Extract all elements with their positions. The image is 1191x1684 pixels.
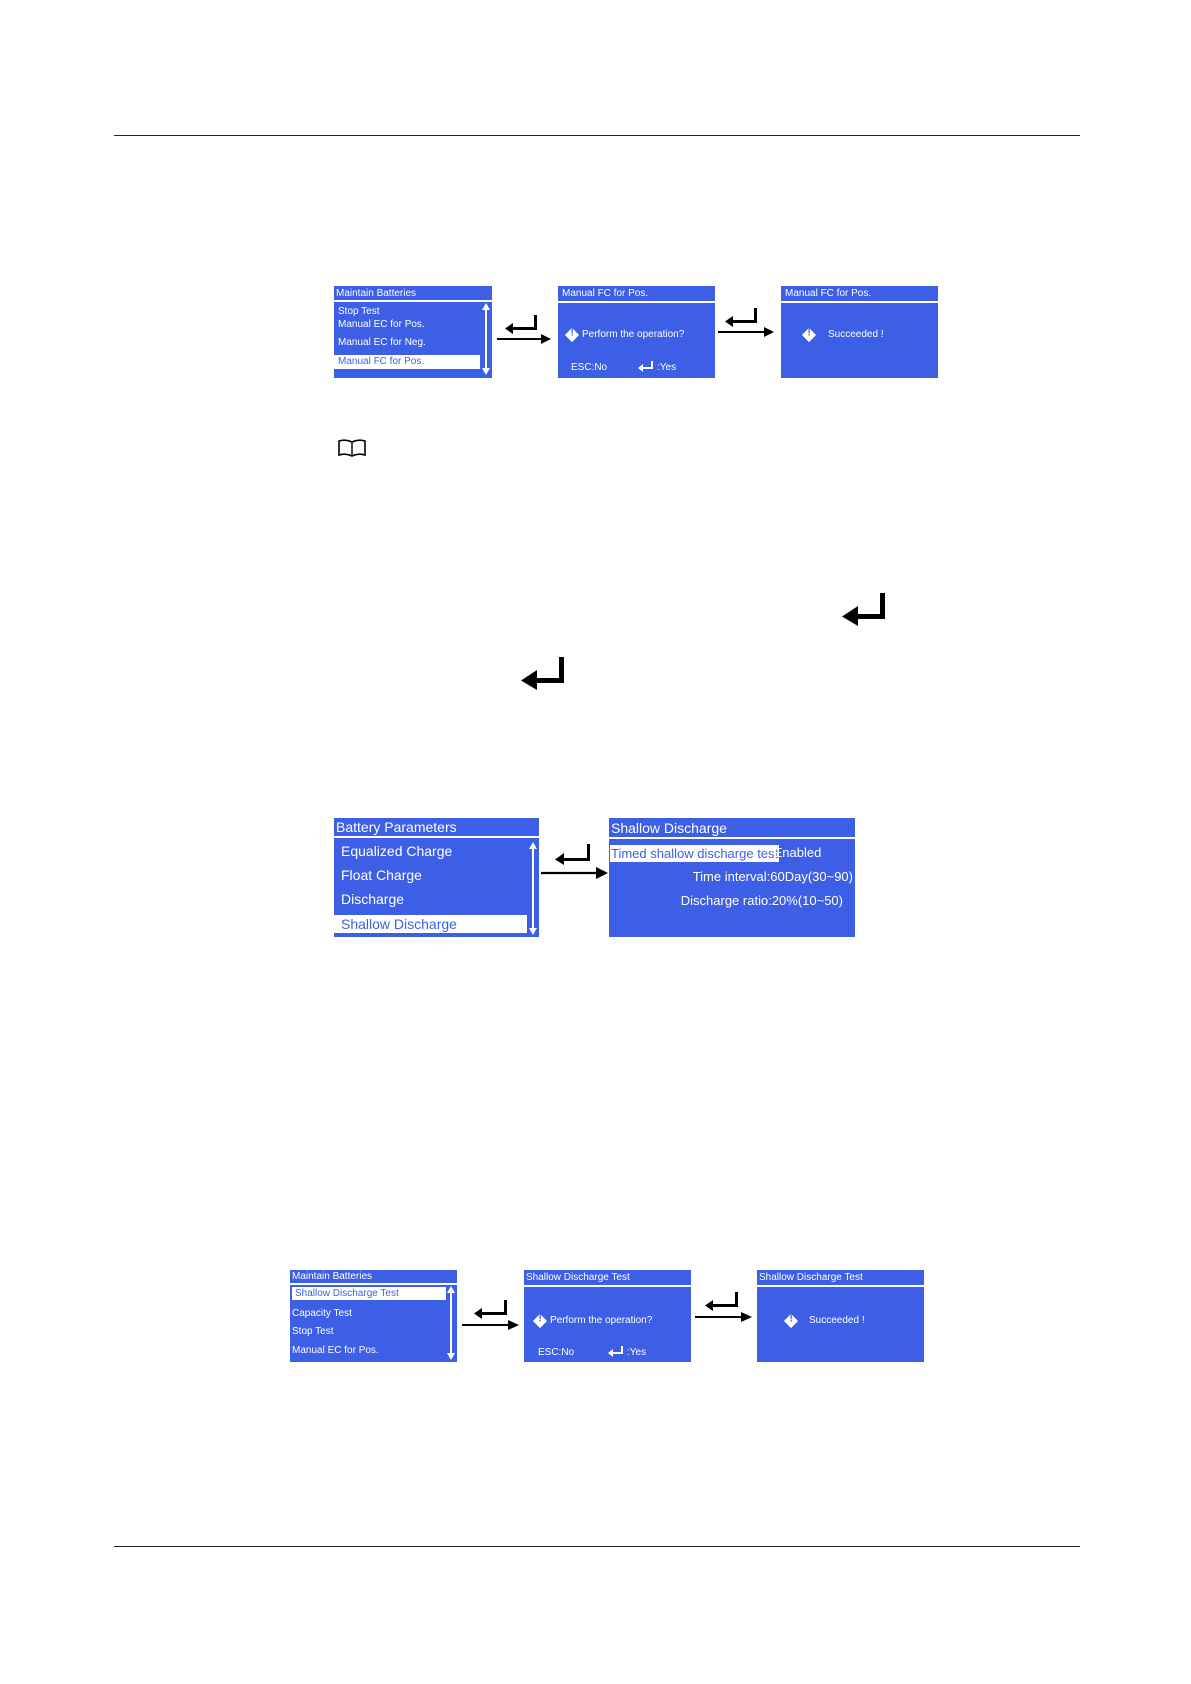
scroll-down-icon	[529, 928, 537, 935]
menu-item[interactable]: Manual EC for Pos.	[338, 319, 425, 330]
succeeded-screen-2: Shallow Discharge Test Succeeded !	[757, 1270, 924, 1362]
enter-yes-button[interactable]: :Yes	[627, 1347, 647, 1358]
scrollbar[interactable]	[450, 1293, 452, 1353]
flow-arrow-5	[695, 1292, 752, 1322]
succeeded-screen: Manual FC for Pos. Succeeded !	[781, 286, 938, 378]
scroll-up-icon	[482, 303, 490, 310]
menu-item[interactable]: Manual EC for Neg.	[338, 337, 426, 348]
result-message: Succeeded !	[828, 329, 884, 340]
enter-key-icon	[555, 844, 590, 865]
enter-key-icon	[474, 1300, 507, 1319]
menu-item[interactable]: Stop Test	[292, 1326, 334, 1337]
time-interval-field[interactable]: Time interval:60Day(30~90)	[692, 869, 853, 884]
screen-title: Maintain Batteries	[334, 286, 492, 302]
right-arrow-icon	[462, 1320, 519, 1330]
enter-key-icon	[725, 308, 757, 327]
menu-item[interactable]: Float Charge	[341, 867, 422, 883]
enter-key-icon	[638, 361, 653, 372]
header-rule	[114, 135, 1080, 136]
menu-item-selected[interactable]: Shallow Discharge	[334, 915, 527, 933]
maintain-batteries-menu-screen: Maintain Batteries Stop Test Manual EC f…	[334, 286, 492, 378]
scrollbar[interactable]	[485, 310, 487, 368]
warning-icon	[564, 327, 580, 343]
menu-item[interactable]: Capacity Test	[292, 1308, 352, 1319]
flow-arrow-4	[462, 1300, 519, 1330]
menu-item-selected[interactable]: Manual FC for Pos.	[334, 355, 480, 369]
right-arrow-icon	[497, 334, 551, 344]
footer-rule	[114, 1546, 1080, 1547]
book-icon	[338, 439, 366, 457]
confirm-operation-screen-2: Shallow Discharge Test Perform the opera…	[524, 1270, 691, 1362]
enter-key-icon	[705, 1292, 738, 1311]
scroll-down-icon	[482, 368, 490, 375]
screen-title: Shallow Discharge Test	[524, 1270, 691, 1287]
enter-key-icon	[521, 657, 564, 690]
enter-yes-button[interactable]: :Yes	[657, 362, 677, 373]
menu-item[interactable]: Equalized Charge	[341, 843, 453, 859]
screen-title: Manual FC for Pos.	[558, 286, 715, 303]
scrollbar[interactable]	[532, 849, 534, 929]
scroll-down-icon	[447, 1353, 455, 1360]
confirm-message: Perform the operation?	[550, 1315, 653, 1326]
timed-shallow-discharge-test-value: :Enabled	[770, 845, 822, 860]
battery-parameters-menu-screen: Battery Parameters Equalized Charge Floa…	[334, 818, 539, 937]
screen-title: Maintain Batteries	[290, 1270, 457, 1285]
menu-item-selected[interactable]: Shallow Discharge Test	[292, 1287, 446, 1300]
warning-icon	[801, 327, 817, 343]
timed-shallow-discharge-test-field[interactable]: Timed shallow discharge test	[610, 845, 780, 862]
result-message: Succeeded !	[809, 1315, 865, 1326]
flow-arrow-1	[497, 315, 551, 344]
flow-arrow-2	[718, 308, 774, 337]
screen-title: Shallow Discharge Test	[757, 1270, 924, 1287]
esc-no-button[interactable]: ESC:No	[571, 362, 608, 373]
flow-arrow-3	[541, 844, 608, 879]
enter-key-icon	[842, 593, 885, 626]
maintain-batteries-menu-screen-2: Maintain Batteries Shallow Discharge Tes…	[290, 1270, 457, 1362]
right-arrow-icon	[695, 1312, 752, 1322]
enter-key-icon	[608, 1346, 623, 1357]
confirm-message: Perform the operation?	[582, 329, 685, 340]
warning-icon	[532, 1313, 548, 1329]
right-arrow-icon	[541, 867, 608, 879]
enter-key-icon	[505, 315, 537, 334]
shallow-discharge-detail-screen: Shallow Discharge Timed shallow discharg…	[609, 818, 855, 937]
menu-item[interactable]: Stop Test	[338, 306, 380, 317]
right-arrow-icon	[718, 327, 774, 337]
esc-no-button[interactable]: ESC:No	[538, 1347, 575, 1358]
screen-title: Manual FC for Pos.	[781, 286, 938, 303]
screen-title: Battery Parameters	[334, 818, 539, 838]
warning-icon	[783, 1313, 799, 1329]
menu-item[interactable]: Manual EC for Pos.	[292, 1345, 379, 1356]
menu-item[interactable]: Discharge	[341, 891, 405, 907]
confirm-operation-screen: Manual FC for Pos. Perform the operation…	[558, 286, 715, 378]
scroll-up-icon	[447, 1286, 455, 1293]
discharge-ratio-field[interactable]: Discharge ratio:20%(10~50)	[680, 893, 843, 908]
screen-title: Shallow Discharge	[609, 818, 855, 839]
scroll-up-icon	[529, 842, 537, 849]
